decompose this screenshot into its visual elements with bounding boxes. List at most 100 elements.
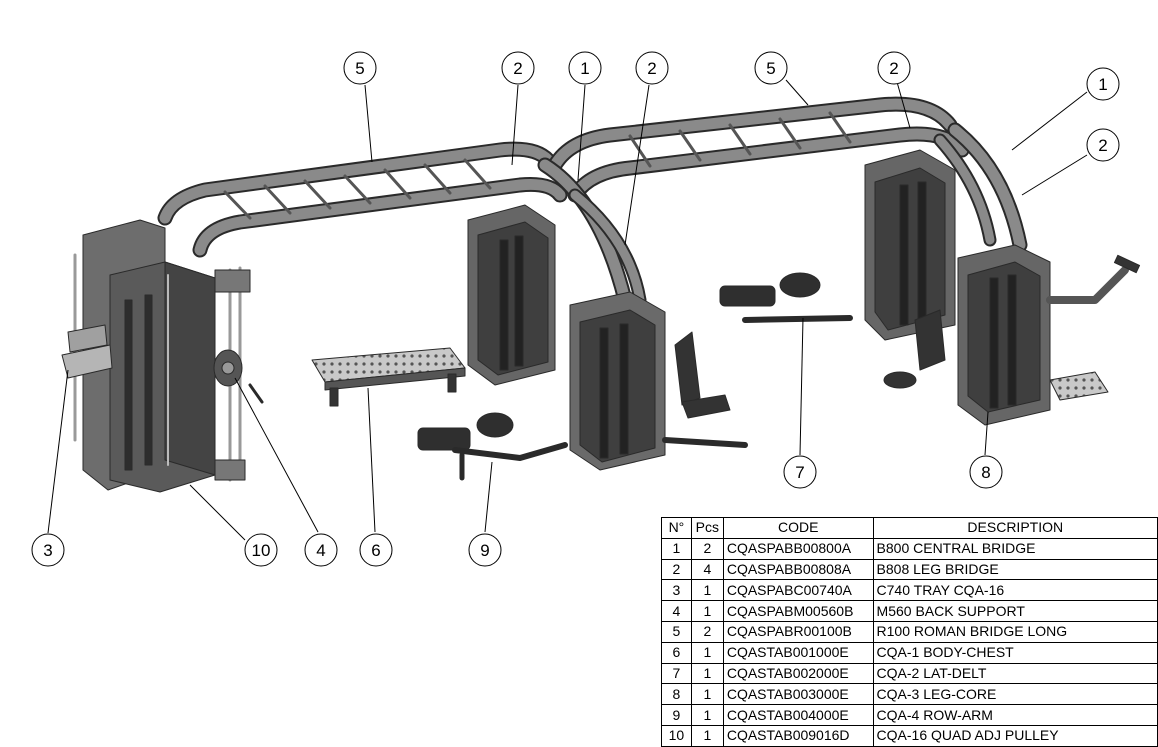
svg-text:5: 5 [355,59,364,78]
callout-balloon: 7 [783,455,817,489]
cell-code: CQASTAB002000E [722,662,874,685]
cell-code: CQASPABB00808A [722,558,874,581]
cell-code: CQASTAB003000E [722,683,874,706]
callout-balloon: 10 [244,533,278,567]
cell-description: C740 TRAY CQA-16 [872,579,1158,602]
roman-bridge-left [157,141,568,258]
cell-description: CQA-4 ROW-ARM [872,704,1158,726]
cell-pcs: 2 [690,537,724,560]
cell-code: CQASTAB004000E [722,704,874,726]
svg-text:10: 10 [252,541,271,560]
cell-code: CQASPABR00100B [722,620,874,643]
cell-description: CQA-1 BODY-CHEST [872,641,1158,664]
svg-text:1: 1 [580,59,589,78]
cell-pcs: 1 [690,683,724,706]
cell-description: CQA-3 LEG-CORE [872,683,1158,706]
cell-number: 2 [661,558,692,581]
cell-number: 4 [661,600,692,622]
weight-stack-cqa2 [719,149,956,341]
callout-balloon: 1 [1086,67,1120,101]
callout-balloon: 2 [1086,128,1120,162]
cell-code: CQASPABM00560B [722,600,874,622]
cell-description: CQA-2 LAT-DELT [872,662,1158,685]
cell-pcs: 1 [690,662,724,685]
svg-text:4: 4 [316,541,325,560]
svg-text:2: 2 [1098,136,1107,155]
callout-balloon: 8 [969,455,1003,489]
callout-balloons: 5 2 1 2 5 2 1 2 3 10 4 6 9 7 8 [31,51,1120,567]
cell-pcs: 1 [690,579,724,602]
cell-pcs: 2 [690,620,724,643]
cell-number: 10 [661,724,692,747]
cell-number: 8 [661,683,692,706]
cell-pcs: 1 [690,704,724,726]
leg-bridges [537,122,1028,308]
quad-pulley-tower [61,219,251,493]
callout-balloon: 2 [877,51,911,85]
cell-number: 5 [661,620,692,643]
cell-number: 3 [661,579,692,602]
cell-description: M560 BACK SUPPORT [872,600,1158,622]
svg-text:3: 3 [43,541,52,560]
cell-code: CQASTAB009016D [722,724,874,747]
svg-text:9: 9 [480,541,489,560]
callout-balloon: 6 [359,533,393,567]
svg-text:7: 7 [795,463,804,482]
perforated-bench [311,347,466,407]
callout-balloon: 1 [568,51,602,85]
cell-number: 7 [661,662,692,685]
table-header-row: N° Pcs CODE DESCRIPTION [661,517,1158,539]
callout-balloon: 4 [304,533,338,567]
callout-balloon: 2 [501,51,535,85]
svg-text:1: 1 [1098,75,1107,94]
leader-lines [47,79,1088,541]
header-number: N° [661,517,692,539]
svg-text:2: 2 [889,59,898,78]
cell-description: B800 CENTRAL BRIDGE [872,537,1158,560]
svg-text:5: 5 [766,59,775,78]
cell-description: R100 ROMAN BRIDGE LONG [872,620,1158,643]
callout-balloon: 5 [754,51,788,85]
callout-balloon: 9 [468,533,502,567]
cell-pcs: 4 [690,558,724,581]
cell-number: 6 [661,641,692,664]
svg-text:8: 8 [981,463,990,482]
cell-number: 9 [661,704,692,726]
cell-description: CQA-16 QUAD ADJ PULLEY [872,724,1158,747]
back-support [213,349,264,404]
weight-stack-cqa1 [467,204,556,386]
cell-code: CQASTAB001000E [722,641,874,664]
callout-balloon: 5 [343,51,377,85]
callout-balloon: 2 [635,51,669,85]
weight-stack-cqa4 [569,291,748,471]
header-pcs: Pcs [690,517,724,539]
cell-code: CQASPABB00800A [722,537,874,560]
svg-text:2: 2 [647,59,656,78]
cell-code: CQASPABC00740A [722,579,874,602]
header-description: DESCRIPTION [872,517,1158,539]
cell-description: B808 LEG BRIDGE [872,558,1158,581]
row-arm-pad [417,412,568,481]
gym-machine-illustration [61,96,1141,493]
svg-text:2: 2 [513,59,522,78]
cell-number: 1 [661,537,692,560]
svg-text:6: 6 [371,541,380,560]
weight-stack-cqa3 [883,244,1141,426]
header-code: CODE [722,517,874,539]
cell-pcs: 1 [690,600,724,622]
cell-pcs: 1 [690,724,724,747]
callout-balloon: 3 [31,533,65,567]
cell-pcs: 1 [690,641,724,664]
